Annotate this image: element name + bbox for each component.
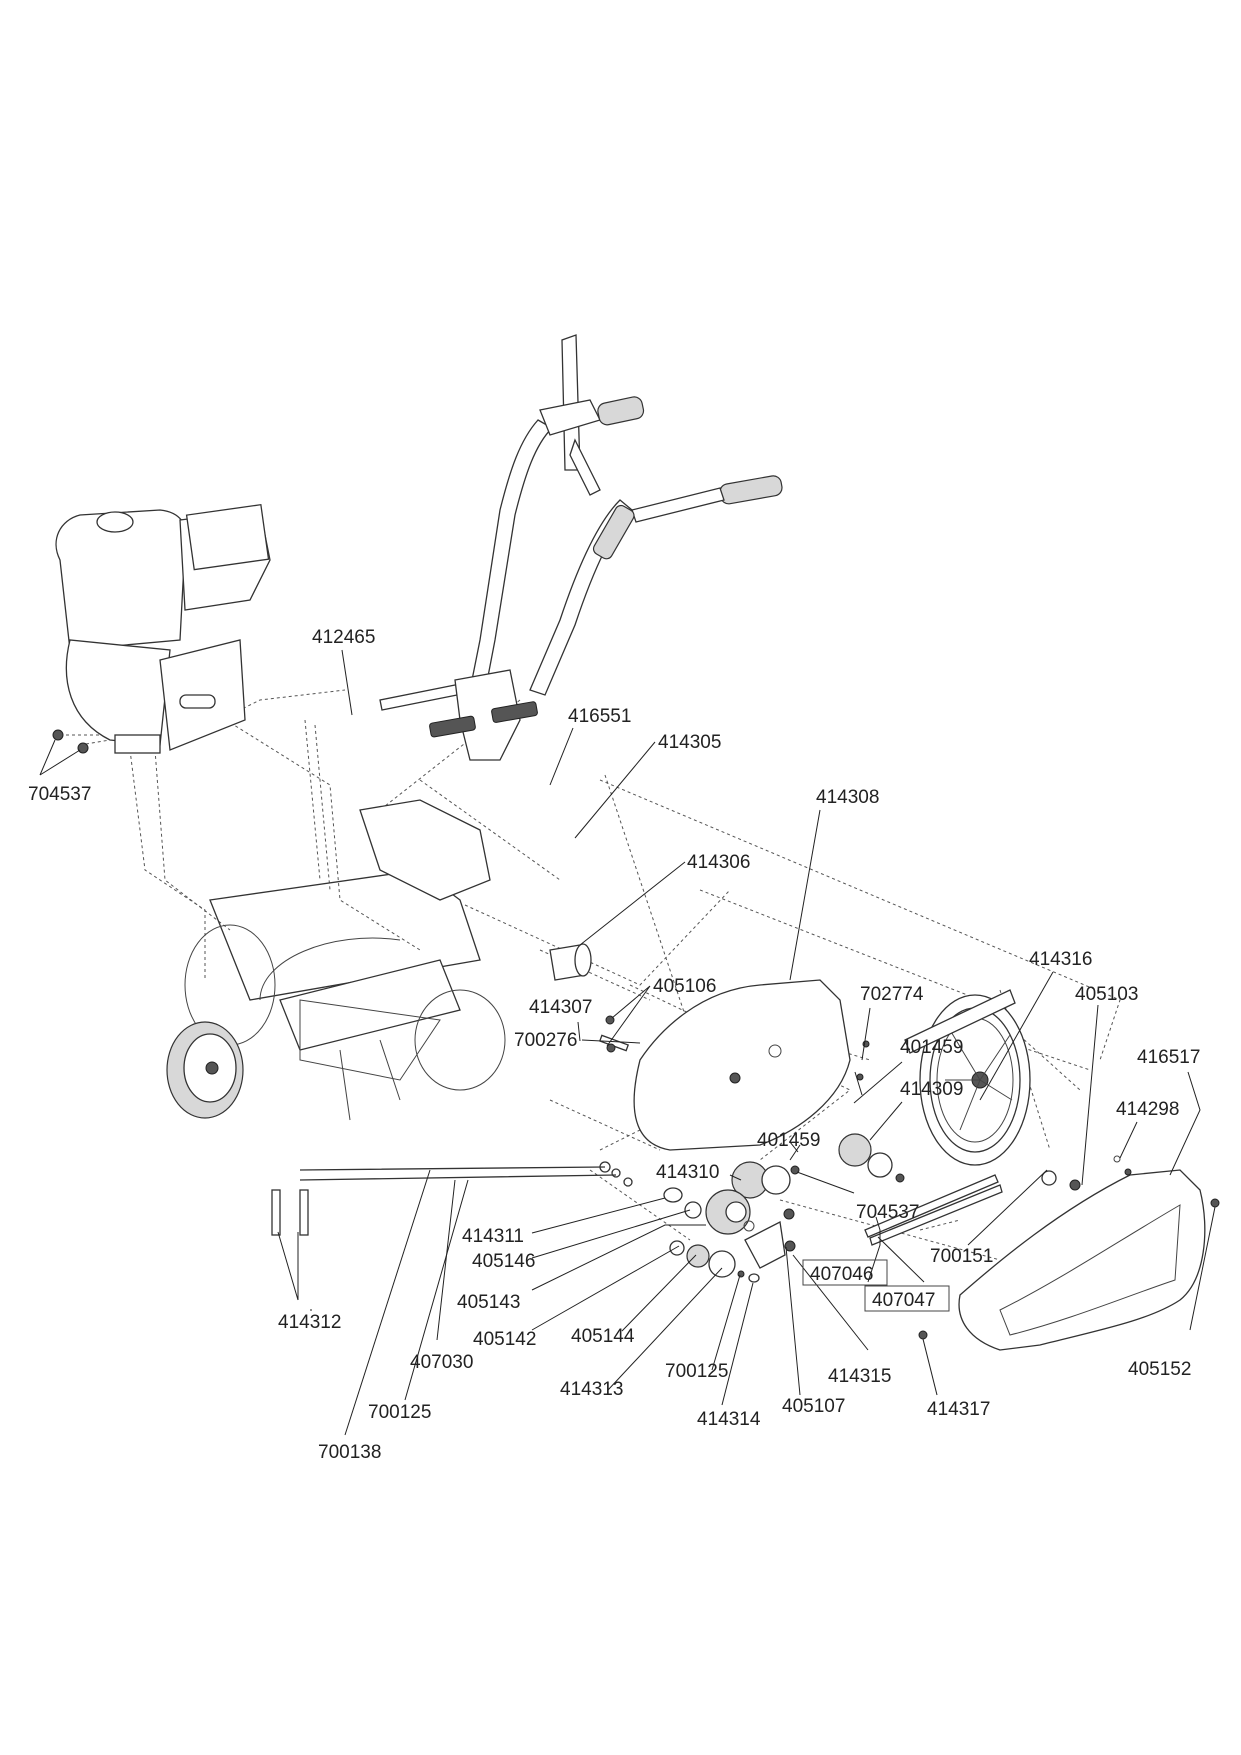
label-405107: 405107 [782,1396,845,1417]
assembly-guide-lines [60,689,1121,1261]
label-416517: 416517 [1137,1047,1200,1068]
label-414309: 414309 [900,1079,963,1100]
label-704537-gear: 704537 [856,1202,919,1223]
pulley-wheel [904,989,1031,1166]
part-number-labels: 704537 412465 416551 414305 414308 41430… [28,627,1200,1463]
label-702774: 702774 [860,984,924,1005]
outer-belt-cover [918,1155,1220,1351]
label-414312: 414312 [278,1312,341,1333]
label-414307: 414307 [529,997,592,1018]
label-700125-b: 700125 [368,1402,431,1423]
label-405143: 405143 [457,1292,520,1313]
label-414314: 414314 [697,1409,761,1430]
front-wheel [166,1021,244,1119]
label-414305: 414305 [658,732,721,753]
label-700151: 700151 [930,1246,993,1267]
label-700138: 700138 [318,1442,381,1463]
label-414317: 414317 [927,1399,990,1420]
label-407046: 407046 [810,1264,873,1285]
engine-assembly [52,503,271,754]
label-401459-b: 401459 [757,1130,820,1151]
label-405144: 405144 [571,1326,635,1347]
label-414310: 414310 [656,1162,719,1183]
drive-belts [864,1174,1003,1246]
handlebar-assembly [379,334,783,761]
label-414316: 414316 [1029,949,1092,970]
label-412465: 412465 [312,627,375,648]
label-414311: 414311 [462,1226,524,1247]
label-414298: 414298 [1116,1099,1179,1120]
label-405103: 405103 [1075,984,1138,1005]
label-401459-a: 401459 [900,1037,963,1058]
label-414308: 414308 [816,787,879,808]
label-704537-engine: 704537 [28,784,91,805]
label-416551: 416551 [568,706,631,727]
drive-parts [271,943,905,1283]
label-405152: 405152 [1128,1359,1191,1380]
label-414313: 414313 [560,1379,623,1400]
label-700276: 700276 [514,1030,577,1051]
label-414315: 414315 [828,1366,891,1387]
inner-belt-cover [633,979,851,1151]
label-405106: 405106 [653,976,716,997]
leader-lines [39,649,1216,1436]
label-405142: 405142 [473,1329,536,1350]
label-700125-a: 700125 [665,1361,728,1382]
label-box-407046 [802,1259,888,1286]
label-407030: 407030 [410,1352,473,1373]
label-box-407047 [864,1285,950,1312]
label-414306: 414306 [687,852,750,873]
tiller-frame [184,799,506,1121]
label-407047: 407047 [872,1290,935,1311]
label-405146: 405146 [472,1251,535,1272]
